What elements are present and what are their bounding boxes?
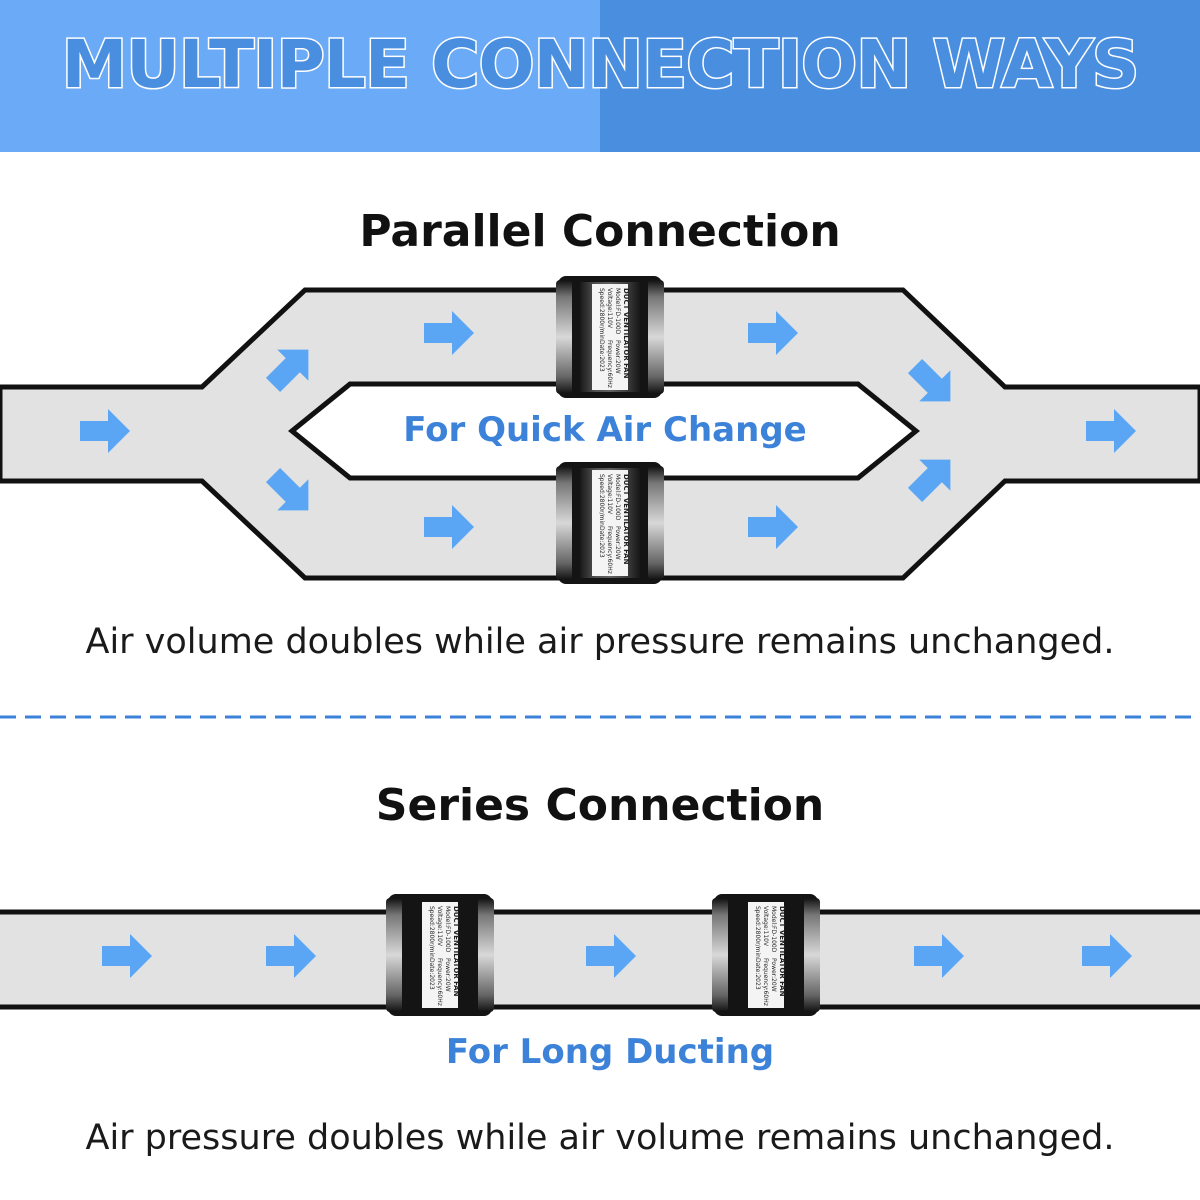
section-divider (0, 715, 1200, 719)
fan-label-text: DUCT VENTILATOR FAN (622, 474, 630, 565)
series-description: Air pressure doubles while air volume re… (85, 1118, 1115, 1158)
fan-label-text: Date:2023 (754, 958, 761, 990)
fan-label-text: Voltage:110V (436, 906, 443, 947)
fan-label-text: Voltage:110V (606, 288, 613, 329)
fan-label-text: Power:20W (770, 958, 777, 992)
fan-label-text: Model:FD-100D (444, 906, 451, 953)
fan-label-text: Speed:2800r/min (428, 906, 435, 958)
fan-label-text: Date:2023 (598, 340, 605, 372)
fan-label-text: Voltage:110V (606, 474, 613, 515)
fan-label-text: Model:FD-100D (770, 906, 777, 953)
fan-label-text: Frequency:60Hz (606, 526, 613, 574)
fan-label-text: DUCT VENTILATOR FAN (778, 906, 786, 997)
fan-label-text: Speed:2800r/min (754, 906, 761, 958)
series-diagram: DUCT VENTILATOR FANModel:FD-100DPower:20… (0, 894, 1200, 1016)
parallel-diagram: DUCT VENTILATOR FANModel:FD-100DPower:20… (0, 276, 1200, 584)
fan-label-text: Power:20W (614, 340, 621, 374)
fan-label-text: Speed:2800r/min (598, 288, 605, 340)
page-title: MULTIPLE CONNECTION WAYS (60, 25, 1141, 105)
fan-label-text: Model:FD-100D (614, 288, 621, 335)
parallel-tagline: For Quick Air Change (403, 410, 807, 450)
parallel-title: Parallel Connection (359, 206, 841, 257)
header-banner (0, 0, 1200, 152)
fan-label-text: Frequency:60Hz (606, 340, 613, 388)
fan-label-text: DUCT VENTILATOR FAN (622, 288, 630, 379)
fan-label-text: Speed:2800r/min (598, 474, 605, 526)
fan-label-text: Frequency:60Hz (436, 958, 443, 1006)
fan-label-text: DUCT VENTILATOR FAN (452, 906, 460, 997)
series-tagline: For Long Ducting (445, 1032, 775, 1072)
fan-label-text: Date:2023 (598, 526, 605, 558)
fan-label-text: Power:20W (444, 958, 451, 992)
fan-label-text: Voltage:110V (762, 906, 769, 947)
fan-label-text: Frequency:60Hz (762, 958, 769, 1006)
fan-label-text: Model:FD-100D (614, 474, 621, 521)
fan-label-text: Date:2023 (428, 958, 435, 990)
series-title: Series Connection (375, 780, 825, 831)
fan-label-text: Power:20W (614, 526, 621, 560)
parallel-description: Air volume doubles while air pressure re… (85, 622, 1115, 662)
